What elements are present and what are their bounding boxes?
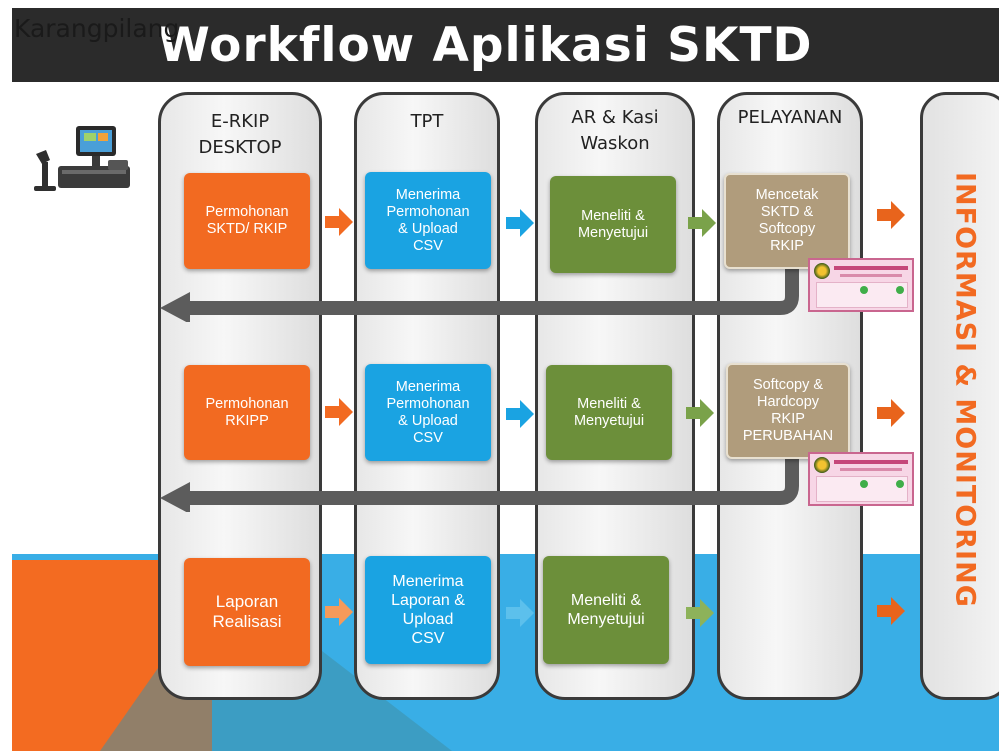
flow-arrow-right (325, 598, 353, 631)
task-menerima-permohonan: Menerima Permohonan & Upload CSV (365, 364, 491, 461)
page-title: Workflow Aplikasi SKTD (158, 18, 813, 73)
flow-arrow-right (506, 400, 534, 433)
flow-arrow-right (325, 208, 353, 241)
return-arrow-row1 (160, 262, 810, 327)
flow-arrow-right (686, 599, 714, 632)
column-heading: E-RKIP DESKTOP (198, 111, 282, 158)
overlay-location-label: Karangpilang (14, 14, 180, 43)
task-permohonan-rkipp: Permohonan RKIPP (184, 365, 310, 460)
document-thumbnail-icon (808, 258, 914, 312)
flow-arrow-right (688, 209, 716, 242)
task-menerima-laporan: Menerima Laporan & Upload CSV (365, 556, 491, 664)
return-arrow-row2 (160, 452, 810, 517)
header-bar: Workflow Aplikasi SKTD (12, 8, 999, 82)
flow-arrow-right (506, 599, 534, 632)
column-heading: AR & Kasi Waskon (571, 107, 659, 154)
monitoring-panel (920, 92, 999, 700)
pos-terminal-icon (28, 120, 136, 198)
flow-arrow-right (325, 398, 353, 431)
column-heading: TPT (410, 111, 444, 132)
flow-arrow-right (877, 597, 905, 630)
task-meneliti-menyetujui: Meneliti & Menyetujui (550, 176, 676, 273)
column-heading: PELAYANAN (737, 107, 843, 128)
document-thumbnail-icon (808, 452, 914, 506)
task-permohonan-sktd-rkip: Permohonan SKTD/ RKIP (184, 173, 310, 269)
flow-arrow-right (877, 399, 905, 432)
monitoring-label-wrap: INFORMASI & MONITORING (940, 172, 990, 622)
task-menerima-permohonan: Menerima Permohonan & Upload CSV (365, 172, 491, 269)
task-meneliti-menyetujui: Meneliti & Menyetujui (543, 556, 669, 664)
task-mencetak-sktd: Mencetak SKTD & Softcopy RKIP (724, 173, 850, 269)
flow-arrow-right (877, 201, 905, 234)
monitoring-label: INFORMASI & MONITORING (949, 172, 981, 608)
task-meneliti-menyetujui: Meneliti & Menyetujui (546, 365, 672, 460)
task-laporan-realisasi: Laporan Realisasi (184, 558, 310, 666)
task-softcopy-hardcopy: Softcopy & Hardcopy RKIP PERUBAHAN (726, 363, 850, 459)
flow-arrow-right (686, 399, 714, 432)
flow-arrow-right (506, 209, 534, 242)
